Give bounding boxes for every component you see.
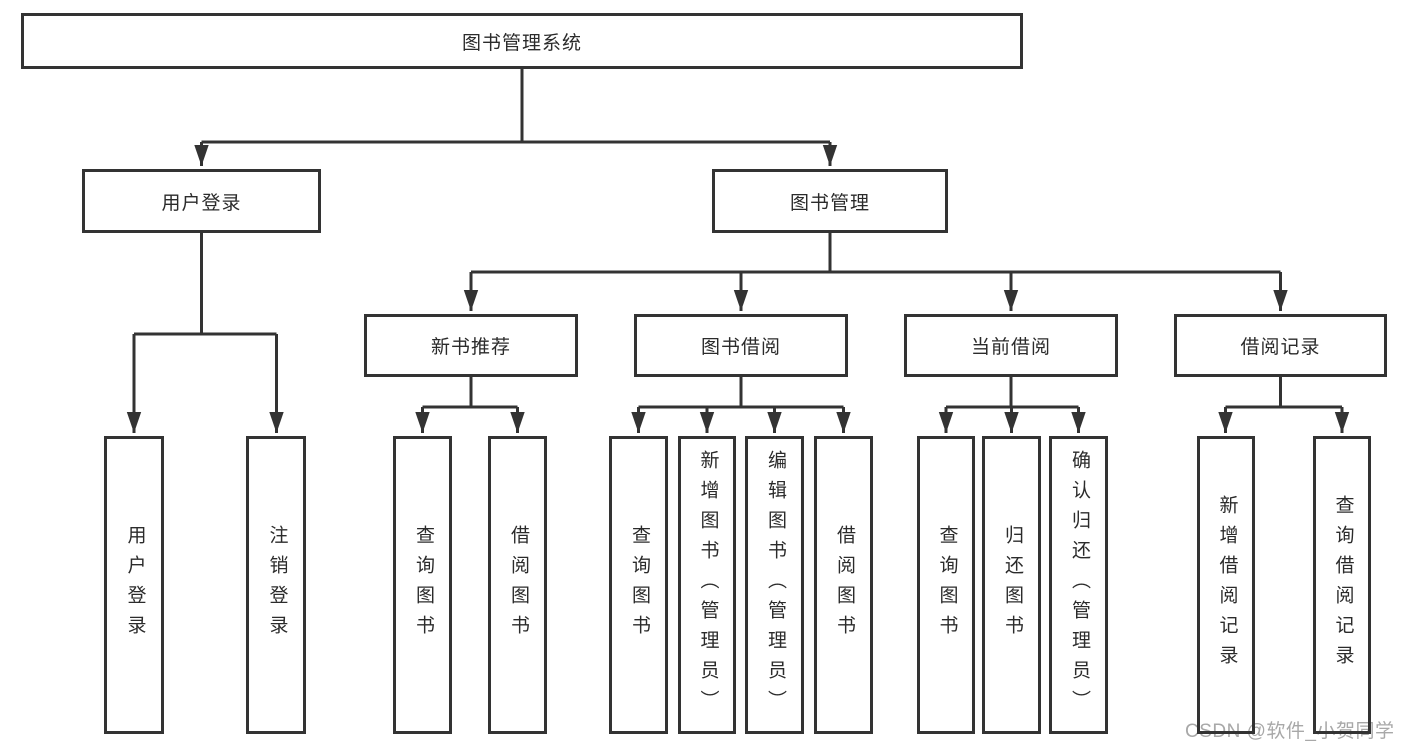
node-book-management-label: 图书管理 [789, 192, 870, 214]
leaf-logout-label: 注销登录 [266, 525, 288, 645]
leaf-current-query-label: 查询图书 [936, 525, 958, 645]
leaf-records-query-label: 查询借阅记录 [1332, 495, 1354, 675]
leaf-borrowing-add: 新增图书（管理员） [678, 436, 736, 734]
connector-arrows [126, 142, 1350, 433]
leaf-borrowing-query: 查询图书 [609, 436, 668, 734]
watermark: CSDN @软件_小贺同学 [1185, 721, 1395, 742]
node-library-system-label: 图书管理系统 [461, 32, 582, 54]
node-book-borrowing: 图书借阅 [634, 314, 848, 377]
leaf-user-login: 用户登录 [104, 436, 164, 734]
leaf-logout: 注销登录 [246, 436, 306, 734]
node-current-borrowing-label: 当前借阅 [970, 337, 1051, 358]
node-book-management: 图书管理 [712, 169, 948, 233]
leaf-borrowing-add-label: 新增图书（管理员） [697, 450, 719, 720]
leaf-current-return-label: 归还图书 [1001, 525, 1023, 645]
leaf-newbooks-query-label: 查询图书 [412, 525, 434, 645]
node-borrowing-records-label: 借阅记录 [1240, 337, 1321, 358]
leaf-newbooks-borrow-label: 借阅图书 [507, 525, 529, 645]
leaf-current-query: 查询图书 [917, 436, 975, 734]
node-user-login: 用户登录 [82, 169, 321, 233]
node-library-system: 图书管理系统 [21, 13, 1023, 69]
leaf-borrowing-query-label: 查询图书 [628, 525, 650, 645]
node-current-borrowing: 当前借阅 [904, 314, 1118, 377]
leaf-borrowing-borrow-label: 借阅图书 [833, 525, 855, 645]
leaf-current-confirm-label: 确认归还（管理员） [1068, 450, 1090, 720]
node-borrowing-records: 借阅记录 [1174, 314, 1387, 377]
leaf-newbooks-borrow: 借阅图书 [488, 436, 547, 734]
leaf-borrowing-edit: 编辑图书（管理员） [745, 436, 804, 734]
leaf-borrowing-edit-label: 编辑图书（管理员） [764, 450, 786, 720]
leaf-user-login-label: 用户登录 [124, 525, 146, 645]
leaf-records-query: 查询借阅记录 [1313, 436, 1371, 734]
leaf-borrowing-borrow: 借阅图书 [814, 436, 873, 734]
leaf-current-return: 归还图书 [982, 436, 1041, 734]
leaf-records-add-label: 新增借阅记录 [1216, 495, 1238, 675]
leaf-newbooks-query: 查询图书 [393, 436, 452, 734]
leaf-current-confirm: 确认归还（管理员） [1049, 436, 1108, 734]
node-new-book-recommend-label: 新书推荐 [430, 337, 511, 358]
node-new-book-recommend: 新书推荐 [364, 314, 578, 377]
node-book-borrowing-label: 图书借阅 [700, 337, 781, 358]
node-user-login-label: 用户登录 [161, 192, 242, 214]
connector-trunks [134, 69, 1342, 409]
leaf-records-add: 新增借阅记录 [1197, 436, 1255, 734]
